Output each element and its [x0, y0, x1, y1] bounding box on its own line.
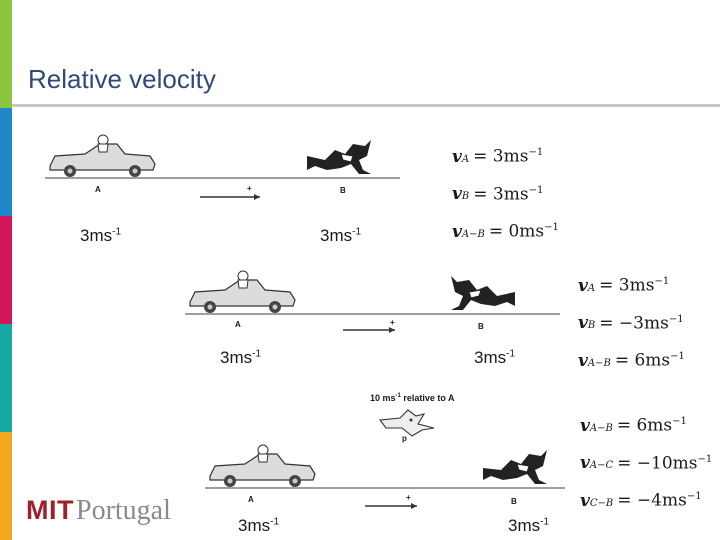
side-bar-blue	[0, 108, 12, 216]
logo-mit-text: MIT	[26, 495, 74, 525]
side-bar-green	[0, 0, 12, 108]
scene-3-label-a: A	[248, 495, 254, 504]
scene-3-arrow-mark: +	[406, 493, 411, 502]
scene-2-illustration	[185, 270, 560, 333]
scene-1-arrow-mark: +	[247, 184, 252, 193]
side-bar-teal	[0, 324, 12, 432]
runner-b-icon	[483, 450, 547, 484]
car-a-icon	[189, 270, 296, 313]
scene-2-arrow-mark: +	[390, 318, 395, 327]
runner-b-icon	[451, 276, 515, 310]
scene-1-label-b: B	[340, 186, 346, 195]
car-a-icon	[49, 134, 156, 177]
scene-2-label-b: B	[478, 322, 484, 331]
runner-b-icon	[307, 140, 371, 174]
side-bar-orange	[0, 432, 12, 540]
logo-portugal-text: Portugal	[76, 495, 171, 526]
scene-1-speed-a: 3ms-1	[80, 226, 122, 245]
scene-3-label-b: B	[511, 497, 517, 506]
scene-1-speed-b: 3ms-1	[320, 226, 362, 245]
scene-3-label-p: p	[402, 434, 407, 443]
slide-title: Relative velocity	[28, 64, 216, 94]
bird-c-icon	[378, 409, 435, 437]
scene-2-speed-b: 3ms-1	[474, 348, 516, 367]
mit-portugal-logo: MIT Portugal	[26, 495, 171, 527]
title-divider	[12, 104, 720, 107]
car-a-icon	[209, 444, 316, 487]
scene-3-relative-label: 10 ms-1 relative to A	[370, 393, 455, 403]
scene-3-illustration	[205, 444, 565, 509]
scene-3-speed-b: 3ms-1	[508, 516, 550, 535]
scene-1-label-a: A	[95, 185, 101, 194]
scene-3-speed-a: 3ms-1	[238, 516, 280, 535]
scene-2-label-a: A	[235, 320, 241, 329]
side-bar-magenta	[0, 216, 12, 324]
scene-1-illustration	[45, 134, 400, 200]
scene-2-speed-a: 3ms-1	[220, 348, 262, 367]
